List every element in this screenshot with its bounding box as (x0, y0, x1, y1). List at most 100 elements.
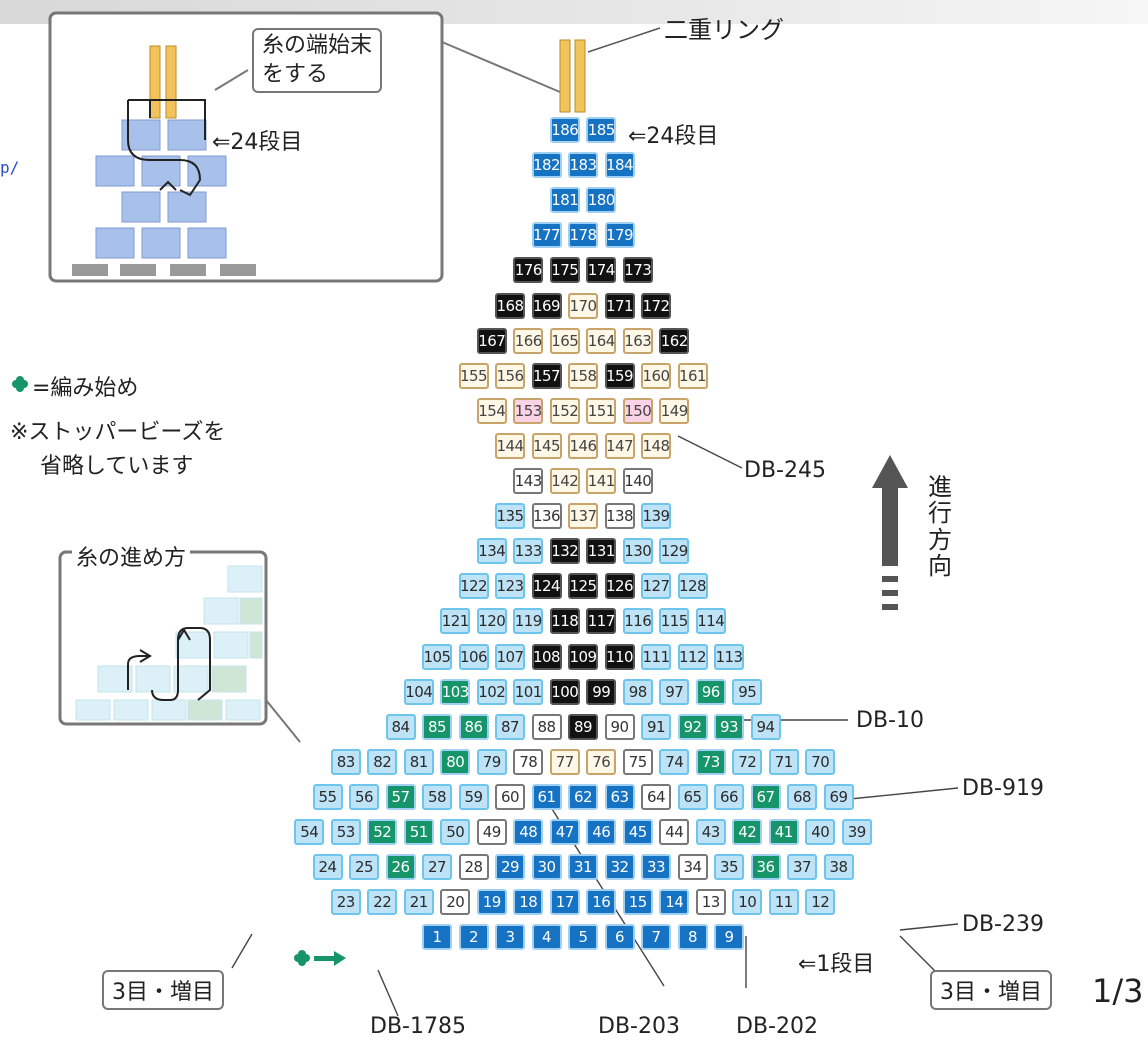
bead-9: 9 (714, 924, 744, 951)
bead-2: 2 (458, 924, 489, 951)
bead-141: 141 (586, 468, 617, 494)
bead-80: 80 (440, 748, 471, 775)
bead-45: 45 (622, 819, 653, 845)
bead-140: 140 (622, 468, 653, 494)
bead-133: 133 (513, 538, 544, 565)
bead-48: 48 (513, 819, 544, 845)
db-203-label: DB-203 (598, 1014, 680, 1039)
bead-74: 74 (659, 748, 690, 775)
bead-42: 42 (732, 819, 763, 845)
db-245-label: DB-245 (744, 458, 826, 483)
row24-label: ⇐24段目 (628, 124, 719, 149)
bead-149: 149 (659, 397, 690, 424)
legend-start-label: =編み始め (32, 376, 139, 401)
bead-93: 93 (714, 713, 744, 740)
bead-112: 112 (677, 643, 708, 670)
bead-175: 175 (549, 257, 580, 284)
legend-note-line2: 省略しています (40, 454, 194, 479)
bead-104: 104 (403, 678, 434, 705)
bead-37: 37 (787, 854, 817, 881)
bead-99: 99 (586, 678, 617, 705)
bead-171: 171 (604, 292, 635, 319)
url-fragment[interactable]: p/ (0, 158, 20, 177)
bead-21: 21 (403, 889, 434, 916)
bead-5: 5 (568, 924, 598, 951)
bead-168: 168 (495, 292, 525, 319)
inset-base-strip (72, 264, 256, 276)
bead-155: 155 (458, 362, 489, 389)
legend-note-line1: ※ストッパービーズを (10, 420, 226, 445)
bead-88: 88 (531, 713, 562, 740)
ring-label: 二重リング (664, 16, 784, 44)
bead-83: 83 (330, 748, 361, 775)
bead-111: 111 (641, 643, 671, 670)
bead-7: 7 (641, 924, 671, 951)
bead-14: 14 (659, 889, 690, 916)
bead-17: 17 (549, 889, 580, 916)
bead-3: 3 (495, 924, 525, 951)
db-202-label: DB-202 (736, 1014, 818, 1039)
bead-115: 115 (659, 608, 690, 635)
bead-151: 151 (586, 397, 617, 424)
bead-125: 125 (568, 573, 598, 600)
bead-129: 129 (659, 538, 690, 565)
bead-178: 178 (568, 222, 598, 249)
inset-thread-path (127, 99, 206, 197)
bead-110: 110 (604, 643, 635, 670)
bead-22: 22 (367, 889, 398, 916)
bead-122: 122 (458, 573, 489, 600)
bead-84: 84 (385, 713, 416, 740)
bead-36: 36 (750, 854, 781, 881)
bead-127: 127 (641, 573, 671, 600)
bead-164: 164 (586, 327, 617, 354)
bead-39: 39 (841, 819, 872, 845)
bead-179: 179 (604, 222, 635, 249)
bead-167: 167 (476, 327, 507, 354)
bead-30: 30 (531, 854, 562, 881)
bead-41: 41 (768, 819, 799, 845)
bead-95: 95 (732, 678, 763, 705)
bead-19: 19 (476, 889, 507, 916)
page-indicator: 1/3 (1092, 972, 1144, 1010)
bead-90: 90 (604, 713, 635, 740)
inset-arrow-icon (159, 180, 177, 191)
bead-184: 184 (604, 152, 635, 179)
bead-180: 180 (586, 187, 617, 214)
bead-159: 159 (604, 362, 635, 389)
bead-4: 4 (531, 924, 562, 951)
bead-65: 65 (677, 783, 708, 810)
bead-126: 126 (604, 573, 635, 600)
increase-left-label: 3目・増目 (102, 970, 224, 1010)
bead-8: 8 (677, 924, 708, 951)
bead-144: 144 (495, 432, 525, 459)
bead-106: 106 (458, 643, 489, 670)
bead-138: 138 (604, 503, 635, 530)
bead-158: 158 (568, 362, 598, 389)
bead-53: 53 (330, 819, 361, 845)
bead-32: 32 (604, 854, 635, 881)
bead-49: 49 (476, 819, 507, 845)
bead-172: 172 (641, 292, 671, 319)
bead-160: 160 (641, 362, 671, 389)
bead-73: 73 (695, 748, 726, 775)
path-guide-title: 糸の進め方 (72, 540, 191, 572)
bead-117: 117 (586, 608, 617, 635)
bead-119: 119 (513, 608, 544, 635)
bead-59: 59 (458, 783, 489, 810)
bead-77: 77 (549, 748, 580, 775)
bead-137: 137 (568, 503, 598, 530)
db-10-label: DB-10 (856, 708, 924, 733)
bead-33: 33 (641, 854, 671, 881)
bead-94: 94 (750, 713, 781, 740)
bead-43: 43 (695, 819, 726, 845)
bead-91: 91 (641, 713, 671, 740)
bead-185: 185 (586, 117, 617, 143)
increase-right-label: 3目・増目 (930, 970, 1052, 1010)
bead-157: 157 (531, 362, 562, 389)
bead-109: 109 (568, 643, 598, 670)
db-919-label: DB-919 (962, 776, 1044, 801)
bead-44: 44 (659, 819, 690, 845)
bead-13: 13 (695, 889, 726, 916)
path-guide-arrows (139, 628, 191, 663)
start-marker-icon (294, 950, 346, 966)
